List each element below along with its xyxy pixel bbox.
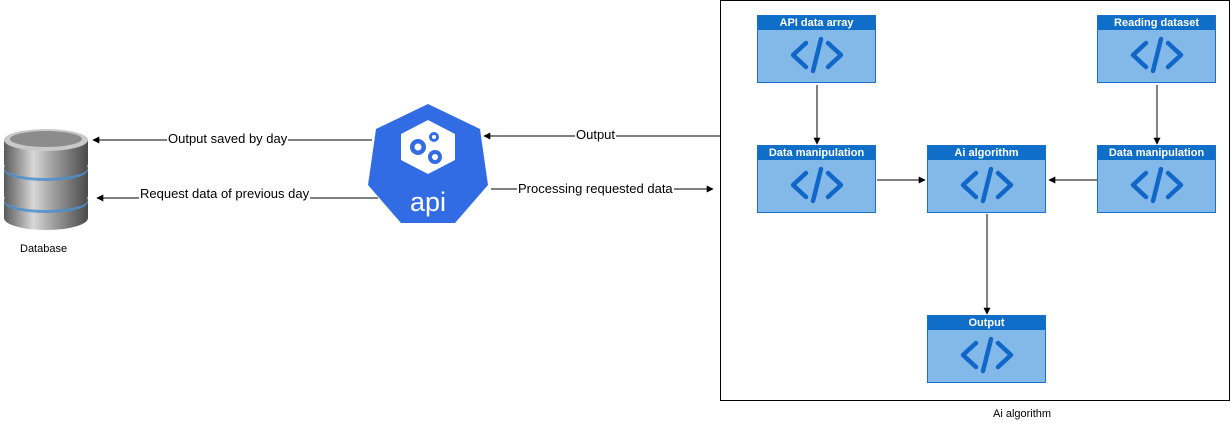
api-label: api	[410, 187, 446, 217]
node-data-manipulation-right[interactable]: Data manipulation	[1097, 145, 1216, 213]
node-ai-algorithm[interactable]: Ai algorithm	[927, 145, 1046, 213]
edge-label-output: Output	[575, 127, 617, 143]
node-title: API data array	[758, 16, 875, 30]
database-label: Database	[20, 243, 68, 255]
node-api-data-array[interactable]: API data array	[757, 15, 876, 83]
node-reading-dataset[interactable]: Reading dataset	[1097, 15, 1216, 83]
code-icon	[1130, 36, 1183, 74]
node-title: Data manipulation	[1098, 146, 1215, 160]
code-icon	[960, 336, 1013, 374]
node-title: Data manipulation	[758, 146, 875, 160]
node-title: Output	[928, 316, 1045, 330]
code-icon	[960, 166, 1013, 204]
edge-label-output-saved: Output saved by day	[167, 131, 289, 147]
node-title: Ai algorithm	[928, 146, 1045, 160]
node-data-manipulation-left[interactable]: Data manipulation	[757, 145, 876, 213]
edge-label-processing: Processing requested data	[517, 181, 674, 197]
database-icon[interactable]	[0, 126, 92, 234]
code-icon	[790, 166, 843, 204]
code-icon	[1130, 166, 1183, 204]
container-label: Ai algorithm	[993, 408, 1052, 420]
ai-algorithm-container	[720, 0, 1230, 401]
node-title: Reading dataset	[1098, 16, 1215, 30]
api-gears-icon[interactable]: api	[364, 102, 492, 228]
node-output[interactable]: Output	[927, 315, 1046, 383]
edge-label-request-previous: Request data of previous day	[139, 186, 311, 202]
code-icon	[790, 36, 843, 74]
